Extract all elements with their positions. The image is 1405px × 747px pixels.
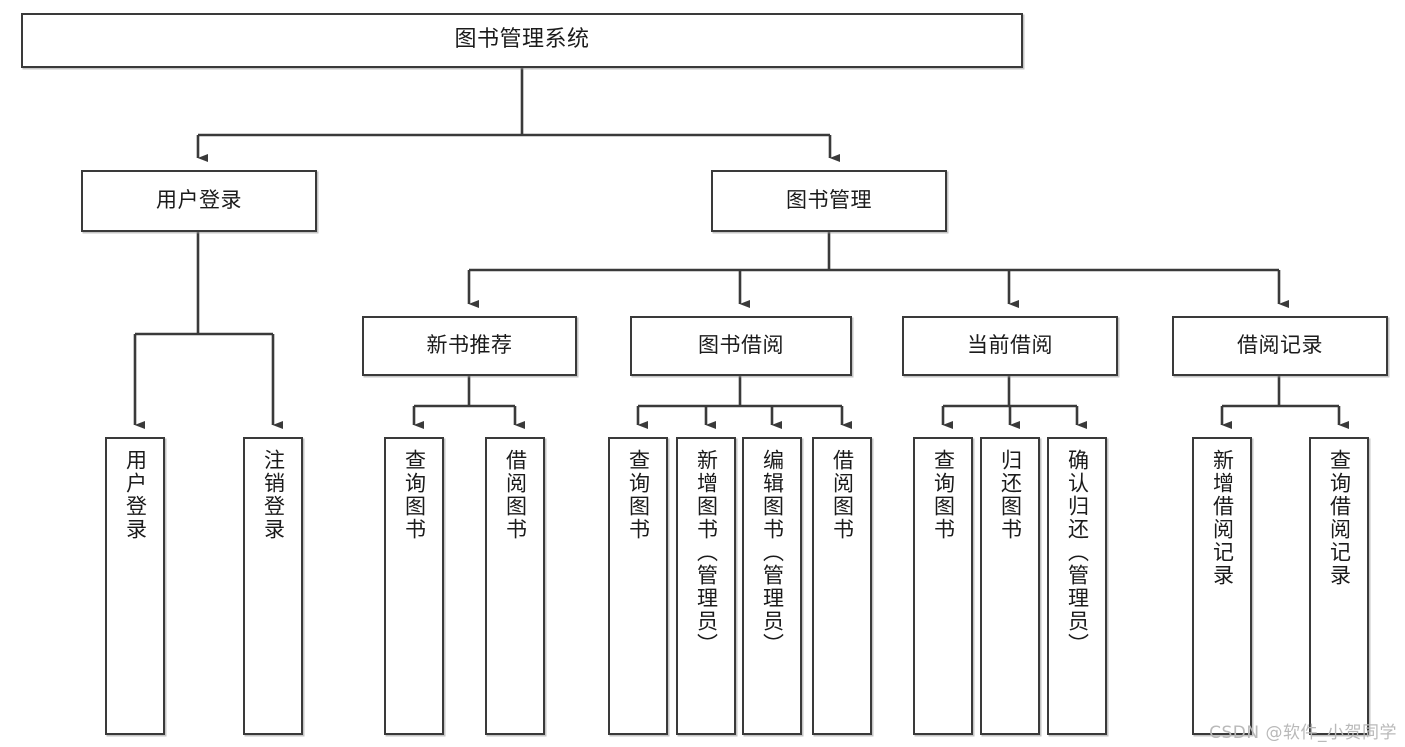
node-new-book-recommend[interactable]: 新书推荐	[362, 316, 577, 376]
leaf-query-book-1-label: 查询图书	[402, 449, 427, 541]
node-book-manage[interactable]: 图书管理	[711, 170, 947, 232]
leaf-query-book-2[interactable]: 查询图书	[608, 437, 668, 735]
leaf-return-book-label: 归还图书	[998, 449, 1023, 541]
leaf-edit-book-admin[interactable]: 编辑图书（管理员）	[742, 437, 802, 735]
node-current-borrow-label: 当前借阅	[967, 333, 1053, 358]
leaf-borrow-book-2-label: 借阅图书	[830, 449, 855, 541]
node-root-label: 图书管理系统	[454, 27, 590, 53]
leaf-add-borrow-record[interactable]: 新增借阅记录	[1192, 437, 1252, 735]
node-book-borrow-label: 图书借阅	[698, 333, 784, 358]
leaf-borrow-book-2[interactable]: 借阅图书	[812, 437, 872, 735]
node-user-login-label: 用户登录	[156, 188, 242, 213]
node-current-borrow[interactable]: 当前借阅	[902, 316, 1118, 376]
leaf-add-book-admin[interactable]: 新增图书（管理员）	[676, 437, 736, 735]
leaf-return-book[interactable]: 归还图书	[980, 437, 1040, 735]
node-new-book-recommend-label: 新书推荐	[426, 333, 513, 358]
leaf-logout-login-label: 注销登录	[261, 449, 286, 541]
leaf-user-login-label: 用户登录	[123, 449, 148, 541]
leaf-add-book-admin-label: 新增图书（管理员）	[694, 449, 719, 656]
node-borrow-record[interactable]: 借阅记录	[1172, 316, 1388, 376]
leaf-borrow-book-1[interactable]: 借阅图书	[485, 437, 545, 735]
leaf-borrow-book-1-label: 借阅图书	[503, 449, 528, 541]
node-user-login[interactable]: 用户登录	[81, 170, 317, 232]
node-book-borrow[interactable]: 图书借阅	[630, 316, 852, 376]
watermark: CSDN @软件_小贺同学	[1209, 723, 1397, 743]
leaf-query-book-3-label: 查询图书	[931, 449, 956, 541]
leaf-query-book-2-label: 查询图书	[626, 449, 651, 541]
leaf-query-book-1[interactable]: 查询图书	[384, 437, 444, 735]
leaf-confirm-return-admin[interactable]: 确认归还（管理员）	[1047, 437, 1107, 735]
node-root[interactable]: 图书管理系统	[21, 13, 1023, 68]
node-book-manage-label: 图书管理	[786, 188, 872, 213]
leaf-user-login[interactable]: 用户登录	[105, 437, 165, 735]
leaf-query-borrow-record-label: 查询借阅记录	[1327, 449, 1352, 587]
leaf-logout-login[interactable]: 注销登录	[243, 437, 303, 735]
leaf-add-borrow-record-label: 新增借阅记录	[1210, 449, 1235, 587]
leaf-confirm-return-admin-label: 确认归还（管理员）	[1065, 449, 1090, 656]
node-borrow-record-label: 借阅记录	[1237, 333, 1323, 358]
leaf-query-book-3[interactable]: 查询图书	[913, 437, 973, 735]
leaf-query-borrow-record[interactable]: 查询借阅记录	[1309, 437, 1369, 735]
leaf-edit-book-admin-label: 编辑图书（管理员）	[760, 449, 785, 656]
